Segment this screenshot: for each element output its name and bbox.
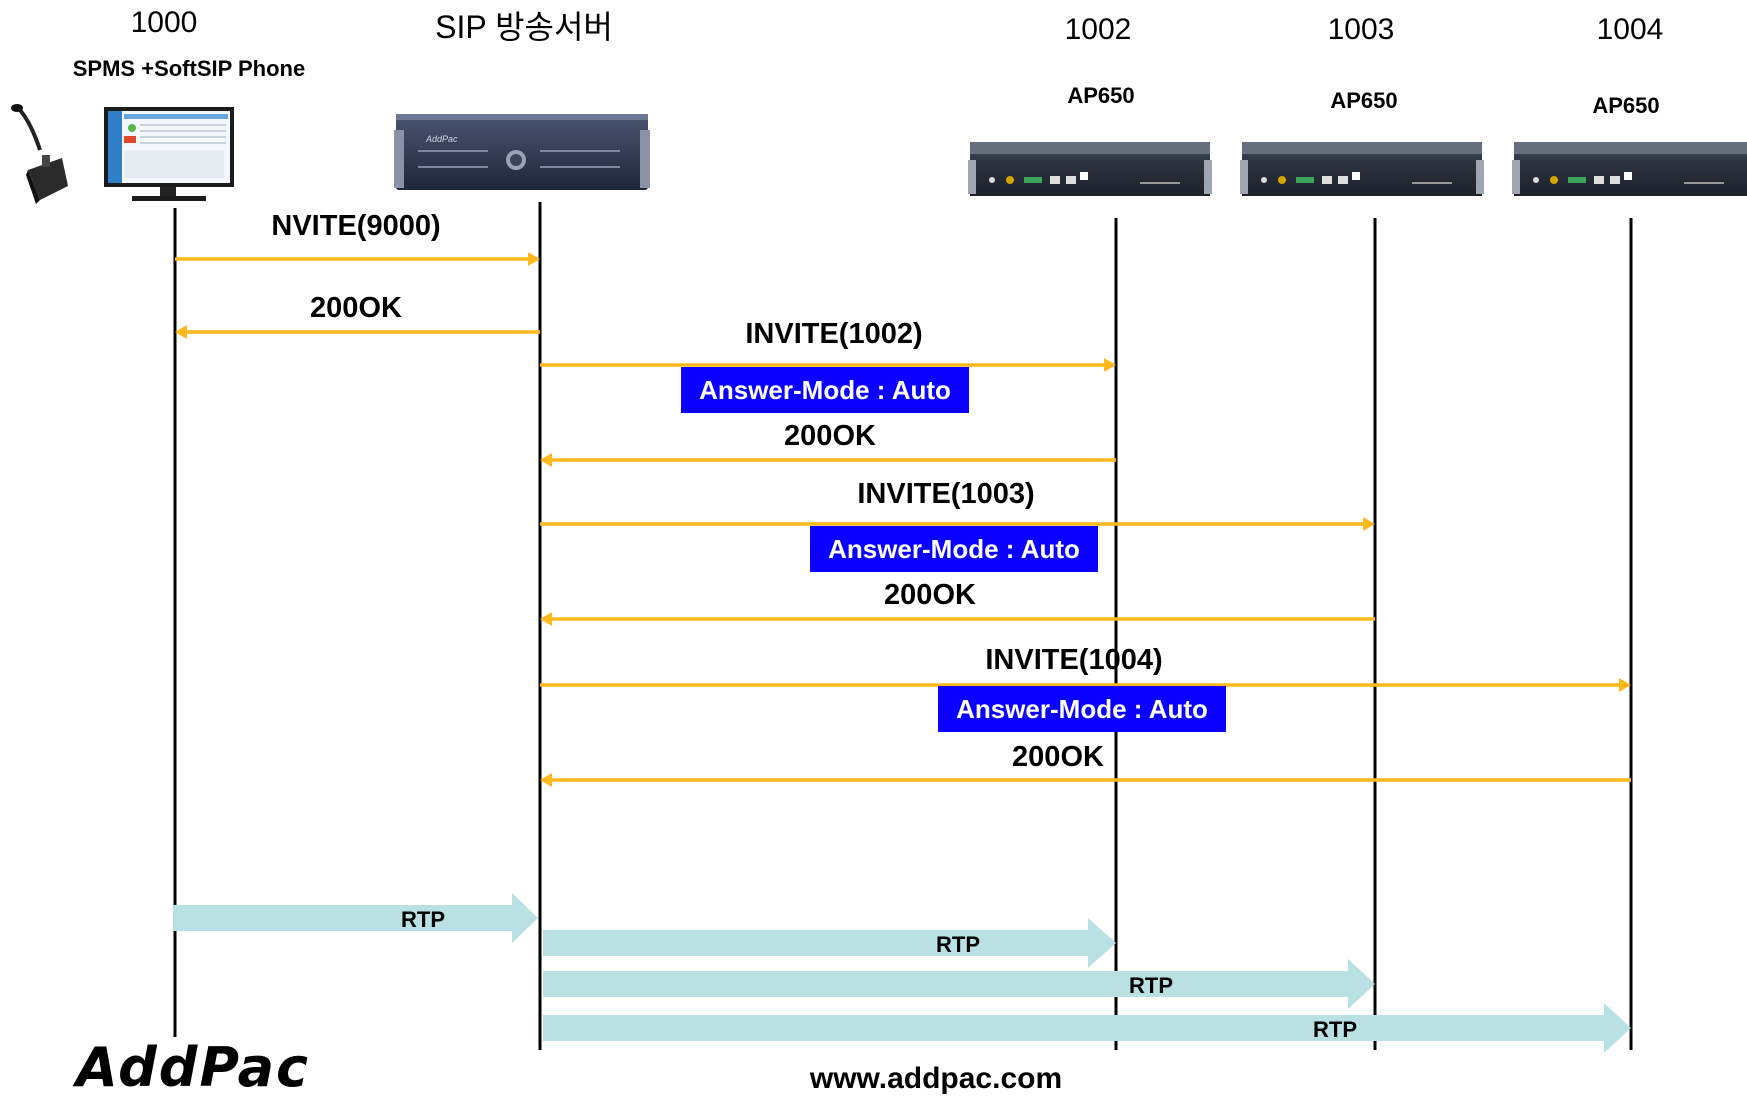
rtp-arrow-1 [173, 893, 538, 943]
rtp-label-1: RTP [401, 907, 445, 932]
ap650-device-icon-1004 [1512, 142, 1747, 196]
message-label-1: NVITE(9000) [271, 210, 441, 242]
rtp-arrow-3 [543, 959, 1375, 1009]
rtp-arrow-4 [543, 1003, 1631, 1053]
node-1000-label: SPMS +SoftSIP Phone [72, 56, 306, 81]
node-1003-label: AP650 [1330, 88, 1398, 113]
node-1004-label: AP650 [1592, 93, 1660, 118]
message-label-6: 200OK [884, 579, 976, 611]
rtp-arrows [173, 893, 1631, 1053]
rtp-label-4: RTP [1313, 1017, 1357, 1042]
node-1000-number: 1000 [130, 6, 198, 39]
ap650-device-icon-1003 [1240, 142, 1484, 196]
microphone-icon [11, 104, 68, 204]
footer-url[interactable]: www.addpac.com [809, 1062, 1063, 1095]
signaling-arrows [175, 252, 1631, 787]
node-1003-number: 1003 [1327, 13, 1395, 46]
message-label-8: 200OK [1012, 741, 1104, 773]
message-label-7: INVITE(1004) [985, 644, 1163, 676]
rtp-label-2: RTP [936, 932, 980, 957]
message-label-2: 200OK [310, 292, 402, 324]
server-rack-icon [394, 114, 650, 190]
lifelines [173, 202, 1633, 1050]
message-label-4: 200OK [784, 420, 876, 452]
addpac-logo: AddPac [76, 1036, 311, 1099]
node-1002-number: 1002 [1064, 13, 1132, 46]
message-label-3: INVITE(1002) [745, 318, 923, 350]
answer-mode-badge-1003: Answer-Mode : Auto [810, 526, 1098, 572]
node-1004-number: 1004 [1596, 13, 1664, 46]
message-label-5: INVITE(1003) [857, 478, 1035, 510]
answer-mode-badge-1004: Answer-Mode : Auto [938, 686, 1226, 732]
ap650-device-icon-1002 [968, 142, 1212, 196]
monitor-icon [104, 107, 234, 201]
sip-server-title: SIP 방송서버 [435, 9, 613, 45]
answer-mode-badge-1002: Answer-Mode : Auto [681, 367, 969, 413]
rtp-label-3: RTP [1129, 973, 1173, 998]
node-1002-label: AP650 [1067, 83, 1135, 108]
rtp-arrow-2 [543, 918, 1116, 968]
server-badge: AddPac [425, 134, 458, 144]
